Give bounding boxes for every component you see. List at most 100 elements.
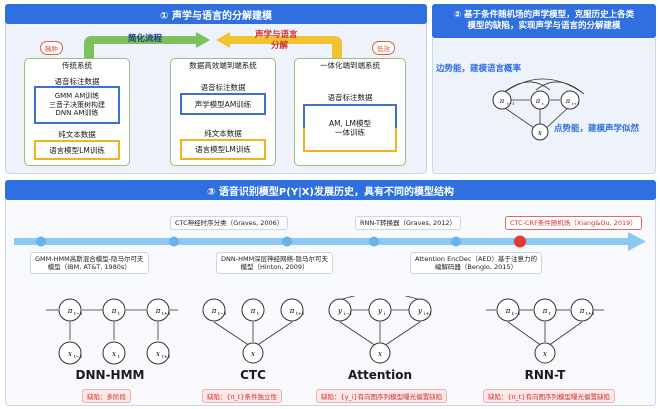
unified-title: 一体化端到端系统 <box>320 61 380 70</box>
svg-text:t−1: t−1 <box>512 311 521 317</box>
traditional-lm-box: 语言模型LM训练 <box>34 140 120 160</box>
svg-text:x: x <box>251 350 255 358</box>
ctc-graph: π π π x t−1 t t+1 <box>202 298 305 364</box>
svg-text:t: t <box>257 311 259 317</box>
unified-line-2: 一体训练 <box>335 128 365 137</box>
section3-title: ③ 语音识别模型P(Y|X)发展历史，具有不同的模型结构 <box>5 180 656 200</box>
timeline-dot-6 <box>514 235 526 248</box>
decompose-label-1: 声学与语言 <box>255 30 298 40</box>
low-efficiency-tag: 低效 <box>372 41 395 55</box>
svg-text:t+1: t+1 <box>162 354 171 360</box>
svg-text:t−1: t−1 <box>74 311 83 317</box>
am-line-1: GMM AM训练 <box>54 92 100 101</box>
am-line-2: 三音子决策树构建 <box>49 100 105 109</box>
section1-title: ① 声学与语言的分解建模 <box>5 4 427 24</box>
svg-text:t−1: t−1 <box>74 354 83 360</box>
model-name-attention: Attention <box>347 368 413 382</box>
crf-diagram: π t−1 π t π t+1 x <box>492 78 585 141</box>
timeline-dot-1 <box>36 236 46 247</box>
svg-text:π: π <box>155 307 161 315</box>
svg-text:π: π <box>289 307 295 315</box>
svg-text:t+1: t+1 <box>572 101 580 106</box>
node-label: π <box>67 307 73 315</box>
traditional-am-box: GMM AM训练 三音子决策树构建 DNN AM训练 <box>34 86 120 124</box>
svg-text:x: x <box>156 350 160 358</box>
traditional-labeled-data: 语音标注数据 <box>54 77 100 86</box>
timeline-ctccrf-line1: CTC-CRF条件随机场（Xiang&Ou, 2019） <box>510 219 637 227</box>
svg-text:π: π <box>505 307 511 315</box>
svg-text:y: y <box>417 307 423 315</box>
svg-text:x: x <box>112 350 116 358</box>
svg-text:π: π <box>499 97 505 105</box>
timeline-item-ctc-crf: CTC-CRF条件随机场（Xiang&Ou, 2019） <box>505 216 642 231</box>
crf-node-next <box>560 90 580 110</box>
timeline-gmm-line2: 模型（IBM, AT&T, 1980s） <box>47 263 131 272</box>
crf-node-prev <box>492 90 512 110</box>
timeline-dot-3 <box>282 236 292 247</box>
timeline-item-rnnt: RNN-T转换器（Graves, 2012） <box>355 216 462 231</box>
flaw-ctc: 缺陷：{π_t}条件独立性 <box>202 389 282 403</box>
dnn-hmm-graph: π π π x x x t−1 t t+1 t−1 t t+1 <box>46 298 178 365</box>
efficient-lm-box: 语言模型LM训练 <box>180 139 266 160</box>
traditional-title: 传统系统 <box>62 61 92 70</box>
svg-text:t−1: t−1 <box>507 101 515 106</box>
svg-text:i: i <box>384 311 386 317</box>
crf-node-x <box>531 123 549 141</box>
edge-potential-label: 边势能，建模语言概率 <box>436 64 522 74</box>
svg-text:x: x <box>538 129 542 137</box>
timeline-axis <box>14 232 646 251</box>
svg-text:t+1: t+1 <box>296 311 305 317</box>
timeline-item-dnn-hmm: DNN-HMM深层神经网络-隐马尔可夫 模型（Hinton, 2009） <box>216 252 334 275</box>
timeline-dot-5 <box>451 236 461 247</box>
svg-text:t−1: t−1 <box>218 311 227 317</box>
unified-labeled-data: 语音标注数据 <box>327 93 373 102</box>
timeline-rnnt-line1: RNN-T转换器（Graves, 2012） <box>360 219 457 227</box>
timeline-dot-4 <box>369 236 379 247</box>
svg-text:π: π <box>542 307 548 315</box>
svg-text:π: π <box>250 307 256 315</box>
svg-text:y: y <box>337 307 343 315</box>
svg-text:π: π <box>211 307 217 315</box>
svg-text:t: t <box>118 311 120 317</box>
svg-text:y: y <box>377 307 383 315</box>
section2-title-line2: 模型的缺陷，实现声学与语言的分解建模 <box>467 21 621 31</box>
timeline-dnn-line2: 模型（Hinton, 2009） <box>240 263 309 272</box>
timeline-item-gmm-hmm: GMM-HMM高斯混合模型-隐马尔可夫 模型（IBM, AT&T, 1980s） <box>30 252 149 275</box>
timeline-dot-2 <box>169 236 179 247</box>
svg-text:t: t <box>118 354 120 360</box>
unified-line-1: AM, LM模型 <box>328 119 372 128</box>
efficient-title: 数据高效端到端系统 <box>189 61 257 70</box>
model-name-rnnt: RNN-T <box>524 368 566 382</box>
node-potential-label: 点势能，建模声学似然 <box>554 124 640 134</box>
svg-text:t: t <box>542 101 544 106</box>
timeline-gmm-line1: GMM-HMM高斯混合模型-隐马尔可夫 <box>35 255 144 263</box>
flaw-attention: 缺陷：{y_i}有向图序列模型曝光偏置缺陷 <box>316 389 448 403</box>
flaw-dnn-hmm: 缺陷：多阶段 <box>82 389 131 403</box>
decompose-label-2: 分解 <box>271 41 289 51</box>
svg-text:π: π <box>579 307 585 315</box>
timeline-aed-line2: 编解码器（Bengio, 2015） <box>434 263 518 272</box>
svg-text:x: x <box>543 350 547 358</box>
svg-text:i−1: i−1 <box>344 311 352 317</box>
svg-text:i+1: i+1 <box>424 311 432 317</box>
svg-text:π: π <box>111 307 117 315</box>
flaw-rnnt: 缺陷：{π_t}有向图序列模型曝光偏置缺陷 <box>483 389 615 403</box>
traditional-text-data: 纯文本数据 <box>58 130 96 139</box>
unified-box: AM, LM模型 一体训练 <box>303 104 397 152</box>
bloat-tag: 臃肿 <box>40 41 63 55</box>
efficient-am-box: 声学模型AM训练 <box>180 93 266 115</box>
svg-text:t: t <box>549 311 551 317</box>
am-line-3: DNN AM训练 <box>55 109 99 118</box>
crf-node-t <box>530 90 550 110</box>
model-name-ctc: CTC <box>240 368 266 382</box>
simplify-arrow <box>84 32 210 58</box>
timeline-aed-line1: Attention EncDec（AED）基于注意力的 <box>415 255 538 263</box>
decompose-arrow <box>216 32 342 58</box>
simplify-label: 简化流程 <box>128 34 163 44</box>
svg-text:t+1: t+1 <box>162 311 171 317</box>
efficient-labeled-data: 语音标注数据 <box>200 83 246 92</box>
timeline-ctc-line1: CTC神经时序分类（Graves, 2006） <box>175 219 284 227</box>
svg-text:x: x <box>68 350 72 358</box>
